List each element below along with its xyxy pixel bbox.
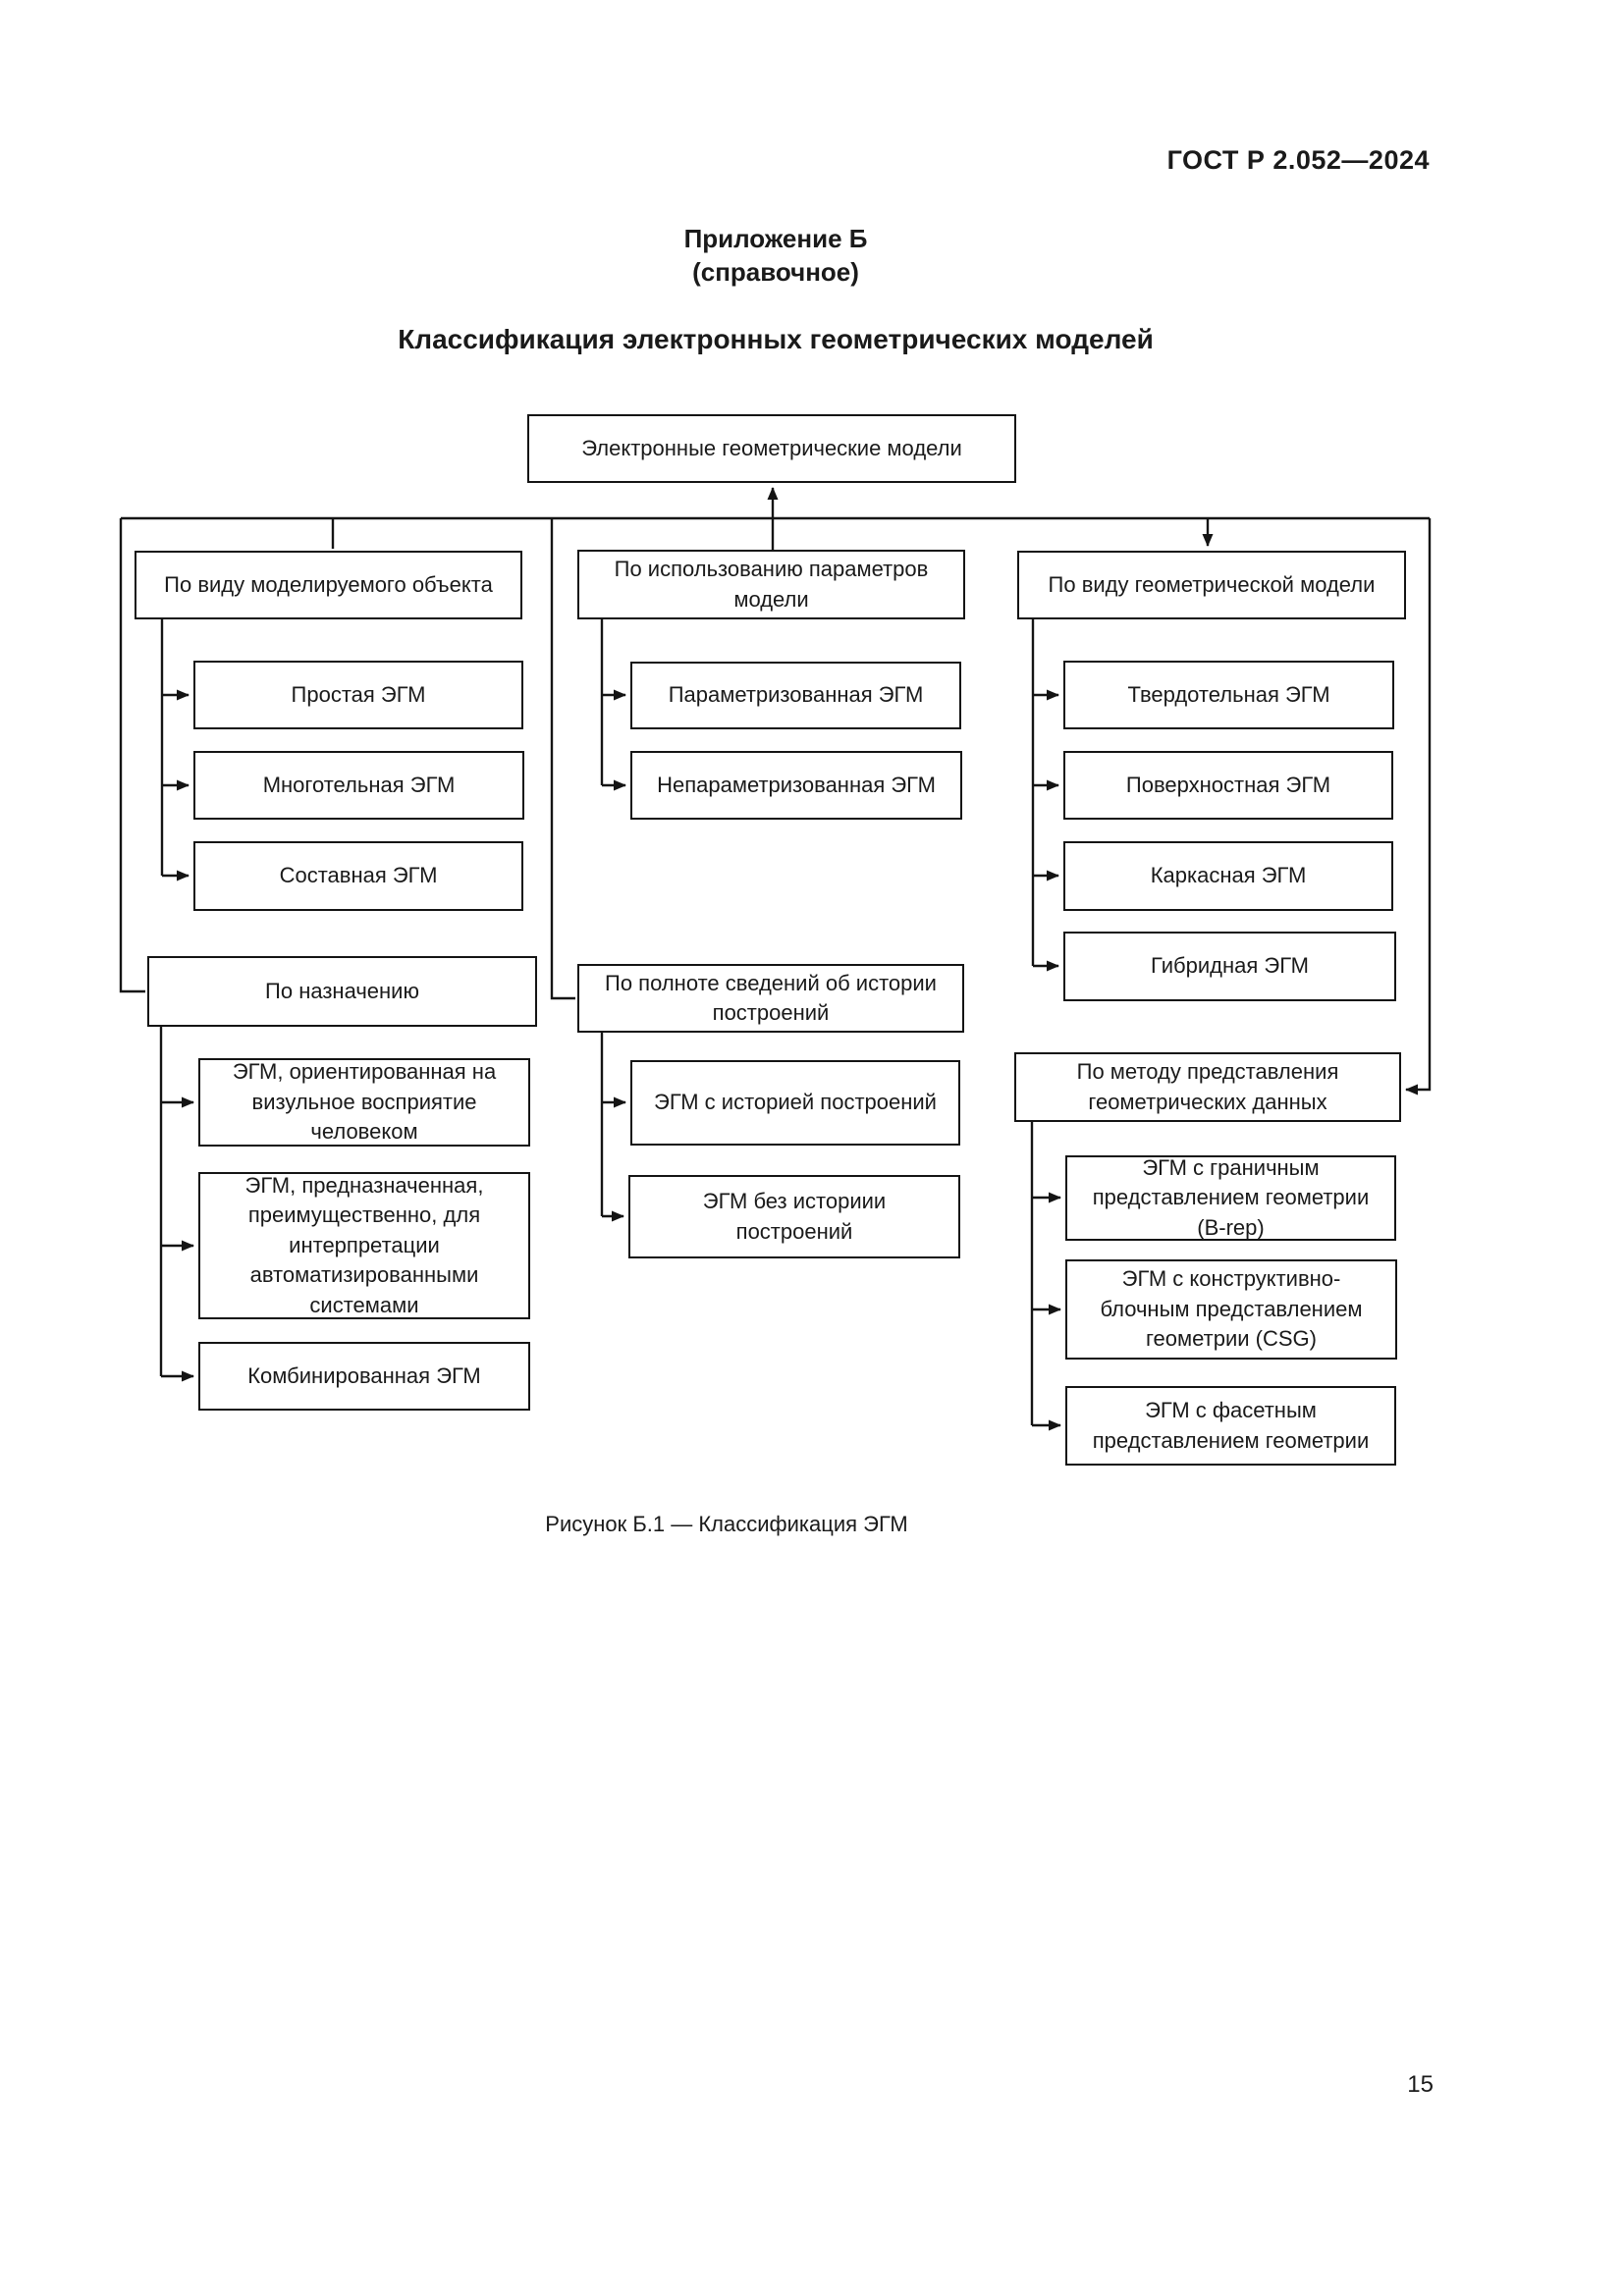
elbow-to-purpose-group <box>119 518 145 993</box>
box-group-by-purpose: По назначению <box>147 956 537 1027</box>
box-egm-brep: ЭГМ с граничным представлением геометрии… <box>1065 1155 1396 1241</box>
page-number: 15 <box>1407 2071 1434 2098</box>
box-combined-egm: Комбинированная ЭГМ <box>198 1342 530 1411</box>
box-parametrized-egm: Параметризованная ЭГМ <box>630 662 961 729</box>
box-surface-egm: Поверхностная ЭГМ <box>1063 751 1393 820</box>
box-group-by-representation-method: По методу представления геометрических д… <box>1014 1052 1401 1122</box>
doc-number: ГОСТ Р 2.052—2024 <box>1166 145 1430 175</box>
box-egm-visual-perception: ЭГМ, ориентированная на визульное воспри… <box>198 1058 530 1147</box>
box-hybrid-egm: Гибридная ЭГМ <box>1063 932 1396 1001</box>
appendix-label: Приложение Б <box>683 224 868 253</box>
box-egm-with-history: ЭГМ с историей построений <box>630 1060 960 1146</box>
box-multibody-egm: Многотельная ЭГМ <box>193 751 524 820</box>
box-simple-egm: Простая ЭГМ <box>193 661 523 729</box>
box-nonparametrized-egm: Непараметризованная ЭГМ <box>630 751 962 820</box>
box-wireframe-egm: Каркасная ЭГМ <box>1063 841 1393 911</box>
box-egm-automated-systems: ЭГМ, предназначенная, преимущественно, д… <box>198 1172 530 1319</box>
box-egm-without-history: ЭГМ без историии построений <box>628 1175 960 1258</box>
elbow-to-history-group <box>550 518 575 1000</box>
figure-caption: Рисунок Б.1 — Классификация ЭГМ <box>545 1512 908 1536</box>
box-egm-facet: ЭГМ с фасетным представлением геометрии <box>1065 1386 1396 1466</box>
box-root-electronic-geometric-models: Электронные геометрические модели <box>527 414 1016 483</box>
box-solid-egm: Твердотельная ЭГМ <box>1063 661 1394 729</box>
box-group-by-modeled-object: По виду моделируемого объекта <box>135 551 522 619</box>
box-composite-egm: Составная ЭГМ <box>193 841 523 911</box>
box-group-by-history-completeness: По полноте сведений об истории построени… <box>577 964 964 1033</box>
appendix-type: (справочное) <box>692 257 859 287</box>
section-title: Классификация электронных геометрических… <box>398 324 1154 354</box>
box-group-by-geometric-model-kind: По виду геометрической модели <box>1017 551 1406 619</box>
box-group-by-parameter-usage: По использованию параметров модели <box>577 550 965 619</box>
box-egm-csg: ЭГМ с конструктивно-блочным представлени… <box>1065 1259 1397 1360</box>
arrow-to-method-group <box>1405 518 1432 1095</box>
connector-lines <box>119 487 1432 1431</box>
